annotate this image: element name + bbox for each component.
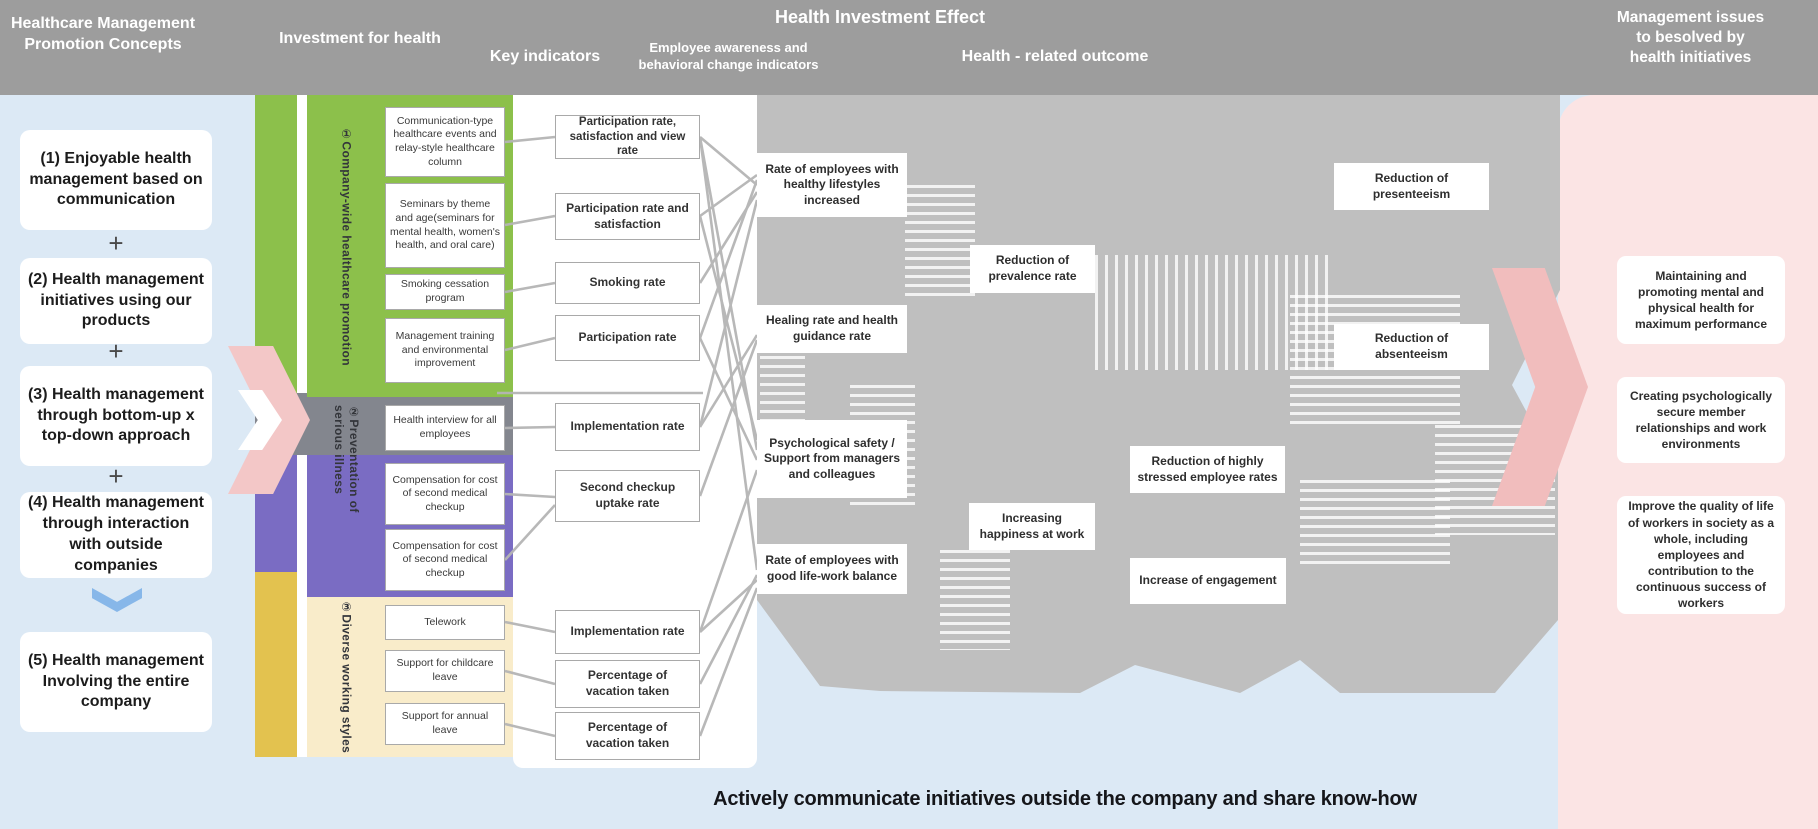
concept-box-1: (1) Enjoyable health management based on… (20, 130, 212, 230)
investment-item: Support for annual leave (385, 703, 505, 745)
section1-strip (255, 95, 297, 393)
section3-label: ③Diverse working styles (339, 600, 354, 754)
header-outcome: Health - related outcome (961, 48, 1149, 65)
awareness-indicator: Psychological safety / Support from mana… (757, 420, 907, 498)
concept-box-2: (2) Health management initiatives using … (20, 258, 212, 344)
footer-message: Actively communicate initiatives outside… (713, 788, 1417, 810)
key-indicator: Percentage of vacation taken (555, 660, 700, 708)
header-effect: Health Investment Effect (774, 7, 986, 27)
section1-label: ①Company-wide healthcare promotion (339, 126, 354, 366)
management-issue-box: Creating psychologically secure member r… (1617, 377, 1785, 463)
key-indicator: Participation rate (555, 315, 700, 361)
key-indicator: Implementation rate (555, 610, 700, 654)
key-indicator: Percentage of vacation taken (555, 712, 700, 760)
investment-item: Smoking cessation program (385, 274, 505, 310)
header-awareness: Employee awareness and behavioral change… (638, 40, 819, 72)
awareness-indicator: Healing rate and health guidance rate (757, 305, 907, 353)
outcome-box: Reduction of highly stressed employee ra… (1130, 446, 1285, 493)
investment-item: Compensation for cost of second medical … (385, 529, 505, 591)
outcome-box: Reduction of prevalence rate (970, 245, 1095, 293)
outcome-box: Reduction of absenteeism (1334, 324, 1489, 370)
key-indicator: Smoking rate (555, 262, 700, 304)
header-investment: Investment for health (279, 30, 441, 47)
outcome-box: Increase of engagement (1130, 558, 1286, 604)
plus-sign: + (108, 228, 124, 258)
concept-box-4: (4) Health management through interactio… (20, 492, 212, 578)
section3-strip (255, 572, 297, 757)
outcome-box: Increasing happiness at work (969, 503, 1095, 550)
investment-item: Health interview for all employees (385, 405, 505, 451)
header-band (0, 0, 1818, 95)
plus-sign: + (108, 336, 124, 366)
management-issue-box: Improve the quality of life of workers i… (1617, 496, 1785, 614)
awareness-indicator: Rate of employees with healthy lifestyle… (757, 153, 907, 217)
concept-box-3: (3) Health management through bottom-up … (20, 366, 212, 466)
hatch-pattern (1300, 480, 1450, 570)
outcome-box: Reduction of presenteeism (1334, 163, 1489, 210)
header-key-indicators: Key indicators (489, 48, 601, 65)
investment-item: Communication-type healthcare events and… (385, 107, 505, 177)
key-indicator: Participation rate and satisfaction (555, 193, 700, 240)
plus-sign: + (108, 461, 124, 491)
concept-box-5: (5) Health management Involving the enti… (20, 632, 212, 732)
hatch-pattern (940, 550, 1010, 650)
awareness-indicator: Rate of employees with good life-work ba… (757, 544, 907, 594)
investment-item: Seminars by theme and age(seminars for m… (385, 183, 505, 268)
header-management: Management issues to besolved by health … (1616, 9, 1765, 67)
investment-item: Compensation for cost of second medical … (385, 463, 505, 525)
hatch-pattern (905, 185, 975, 300)
section2-label: ②Preventation of serious illness (332, 405, 361, 513)
key-indicator: Implementation rate (555, 403, 700, 451)
investment-item: Telework (385, 605, 505, 640)
investment-item: Support for childcare leave (385, 650, 505, 692)
key-indicator: Second checkup uptake rate (555, 470, 700, 522)
management-issue-box: Maintaining and promoting mental and phy… (1617, 256, 1785, 344)
key-indicator: Participation rate, satisfaction and vie… (555, 115, 700, 159)
investment-item: Management training and environmental im… (385, 318, 505, 383)
green-accent-dash (450, 390, 497, 396)
header-concepts: Healthcare Management Promotion Concepts (10, 15, 196, 53)
